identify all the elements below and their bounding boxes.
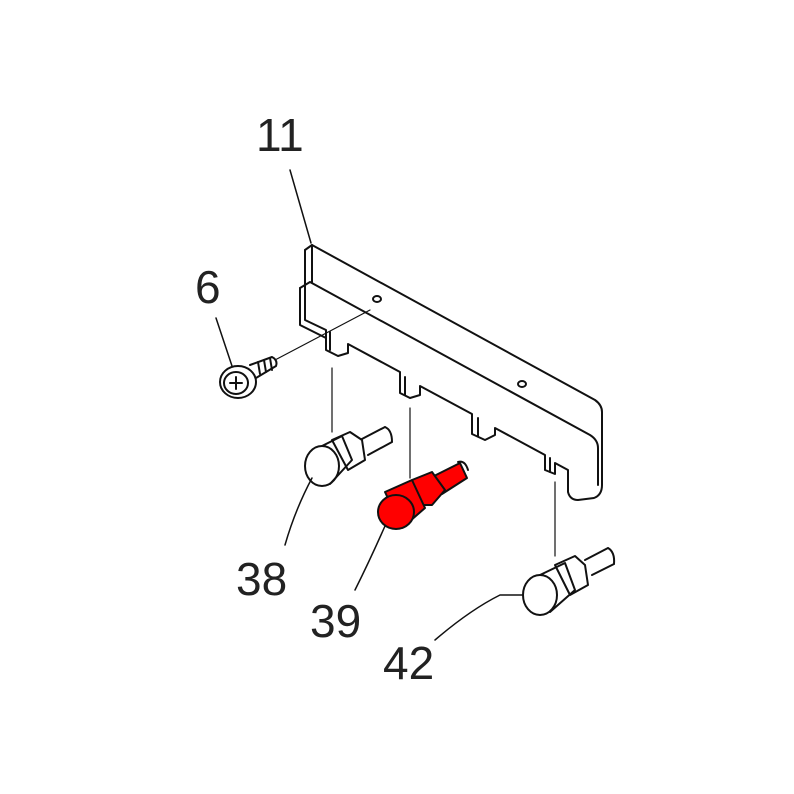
knob-part-38 bbox=[304, 367, 393, 487]
label-part-38: 38 bbox=[236, 553, 288, 605]
knob-part-39-highlighted bbox=[377, 407, 469, 530]
leader-lines bbox=[215, 169, 523, 641]
label-part-42: 42 bbox=[383, 637, 435, 689]
screw-part-6 bbox=[219, 309, 371, 399]
knob-part-42 bbox=[522, 481, 616, 616]
label-part-11: 11 bbox=[256, 109, 304, 161]
label-part-6: 6 bbox=[195, 261, 221, 313]
bracket-part-11 bbox=[299, 244, 603, 501]
label-part-39: 39 bbox=[310, 595, 362, 647]
